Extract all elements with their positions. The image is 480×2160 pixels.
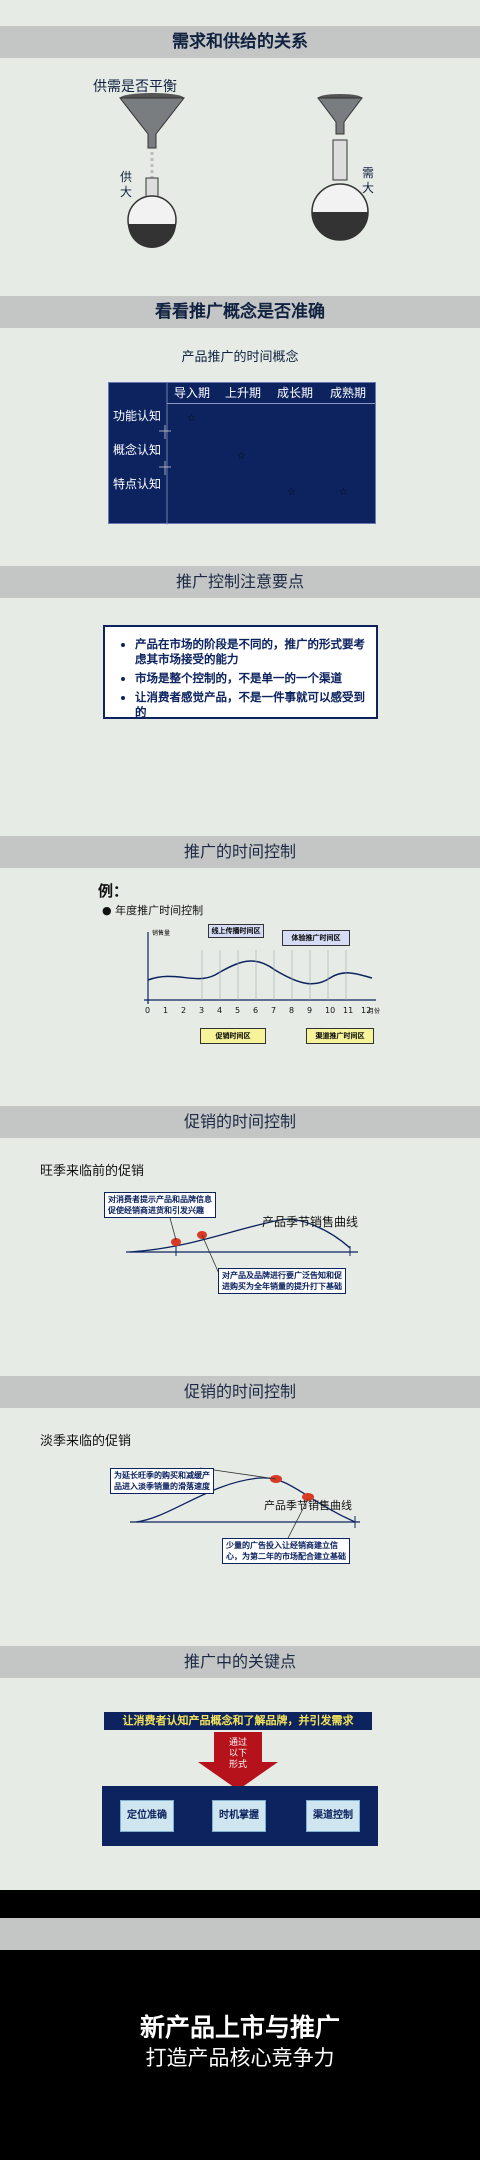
- slide-title: 推广中的关键点: [0, 1646, 480, 1678]
- key-box-timing: 时机掌握: [212, 1800, 266, 1832]
- section-heading: 淡季来临的促销: [40, 1434, 132, 1449]
- table-subtitle: 产品推广的时间概念: [181, 350, 299, 365]
- month-tick-label: 12: [361, 1006, 371, 1015]
- month-tick-label: 0: [145, 1006, 150, 1015]
- concept-table: 导入期 上升期 成长期 成熟期 功能认知 概念认知 特点认知 ☆ ☆ ☆ ☆: [108, 382, 376, 525]
- black-strip: [0, 1890, 480, 1918]
- curve-label: 产品季节销售曲线: [262, 1215, 359, 1229]
- row-label: 特点认知: [113, 477, 162, 491]
- online-callout: 线上传播时间区: [208, 924, 264, 938]
- month-tick-label: 11: [343, 1006, 353, 1015]
- curve-label: 产品季节销售曲线: [264, 1499, 352, 1512]
- supply-large-label: 供 大: [120, 170, 133, 199]
- slide-promotion-concept: 看看推广概念是否准确 产品推广的时间概念 导入期 上升期 成长期 成熟期 功能认…: [0, 270, 480, 540]
- funnel-flask-illustration: [118, 93, 369, 248]
- month-tick-label: 8: [289, 1006, 294, 1015]
- key-boxes-panel: 定位准确 时机掌握 渠道控制: [102, 1786, 378, 1846]
- bullet-item: 市场是整个控制的，不是单一的一个渠道: [135, 671, 376, 686]
- bullet-text: 年度推广时间控制: [115, 904, 204, 917]
- note-top: 为延长旺季的购买和减缓产 品进入淡季销量的滑落速度: [110, 1468, 214, 1494]
- col-header: 导入期: [167, 383, 217, 404]
- down-arrow-icon: [198, 1732, 278, 1790]
- slide-title: 促销的时间控制: [0, 1106, 480, 1138]
- left-funnel-icon: [118, 97, 186, 149]
- col-header: 上升期: [217, 383, 269, 404]
- month-tick-label: 9: [307, 1006, 312, 1015]
- key-box-channel: 渠道控制: [306, 1800, 360, 1832]
- col-header: 成长期: [269, 383, 321, 404]
- x-axis-label: 月份: [368, 1008, 381, 1015]
- demand-large-label: 需 大: [362, 166, 375, 195]
- slide-offseason-promotion: 促销的时间控制 淡季来临的促销 为延长旺季的购买和减缓产 品进入淡季销量的滑落速…: [0, 1350, 480, 1620]
- gray-strip: [0, 1918, 480, 1950]
- star-icon: ☆: [187, 413, 196, 424]
- cover-slide: 新产品上市与推广 打造产品核心竞争力: [0, 1950, 480, 2160]
- slide-key-points: 推广中的关键点 让消费者认知产品概念和了解品牌，并引发需求 通过 以下 形式 定…: [0, 1620, 480, 1890]
- sales-curve: [147, 960, 373, 985]
- key-banner: 让消费者认知产品概念和了解品牌，并引发需求: [104, 1712, 372, 1730]
- month-tick-label: 10: [325, 1006, 335, 1015]
- points-box: 产品在市场的阶段是不同的，推广的形式要考虑其市场接受的能力 市场是整个控制的，不…: [103, 625, 378, 719]
- example-label: 例：: [98, 882, 129, 900]
- slide-peak-promotion: 促销的时间控制 旺季来临前的促销 对消费者提示产品和品牌信息 促使经销商进货和引…: [0, 1080, 480, 1350]
- promo-point: [302, 1493, 314, 1501]
- slide-supply-demand: 需求和供给的关系 供需是否平衡 供 大 需 大: [0, 0, 480, 270]
- y-axis-label: 销售量: [152, 930, 171, 937]
- month-tick-label: 2: [181, 1006, 186, 1015]
- promo-point: [171, 1238, 181, 1246]
- cover-subtitle: 打造产品核心竞争力: [145, 2046, 335, 2070]
- slide-title: 推广的时间控制: [0, 836, 480, 868]
- table-marks: ☆ ☆ ☆ ☆: [159, 383, 348, 525]
- slide-title: 促销的时间控制: [0, 1376, 480, 1408]
- seasonal-curve: [130, 1467, 360, 1543]
- right-funnel-icon: [317, 97, 363, 135]
- star-icon: ☆: [339, 487, 348, 498]
- experience-callout: 体验推广时间区: [282, 930, 350, 946]
- cover-title: 新产品上市与推广: [139, 2013, 340, 2042]
- promo-callout: 促销时间区: [200, 1028, 266, 1044]
- note-bottom: 少量的广告投入让经销商建立信 心，为第二年的市场配合建立基础: [222, 1538, 350, 1564]
- arrow-text: 通过 以下 形式: [228, 1738, 247, 1770]
- star-icon: ☆: [287, 487, 296, 498]
- left-flask-neck: [145, 177, 159, 199]
- channel-callout: 渠道推广时间区: [306, 1028, 374, 1044]
- question-text: 供需是否平衡: [93, 79, 177, 95]
- month-tick-label: 5: [235, 1006, 240, 1015]
- star-icon: ☆: [237, 451, 246, 462]
- month-tick-label: 7: [271, 1006, 276, 1015]
- month-tick-label: 4: [217, 1006, 222, 1015]
- col-header: 成熟期: [321, 383, 375, 404]
- section-heading: 旺季来临前的促销: [40, 1164, 145, 1179]
- slide-title: 需求和供给的关系: [0, 26, 480, 58]
- example-bullet: ● 年度推广时间控制: [102, 904, 204, 917]
- note-bottom: 对产品及品牌进行要广泛告知和促 进购买为全年销量的提升打下基础: [218, 1268, 346, 1294]
- note-top: 对消费者提示产品和品牌信息 促使经销商进货和引发兴趣: [104, 1192, 216, 1218]
- month-tick-label: 1: [163, 1006, 168, 1015]
- slide-title: 推广控制注意要点: [0, 566, 480, 598]
- bullet-item: 产品在市场的阶段是不同的，推广的形式要考虑其市场接受的能力: [135, 637, 376, 667]
- row-label: 概念认知: [113, 443, 162, 457]
- month-tick-label: 3: [199, 1006, 204, 1015]
- month-tick-label: 6: [253, 1006, 258, 1015]
- row-label: 功能认知: [113, 409, 162, 423]
- key-box-positioning: 定位准确: [120, 1800, 174, 1832]
- slide-title: 看看推广概念是否准确: [0, 296, 480, 328]
- seasonal-curve: [126, 1217, 358, 1277]
- bullet-item: 让消费者感觉产品，不是一件事就可以感受到的: [135, 690, 376, 720]
